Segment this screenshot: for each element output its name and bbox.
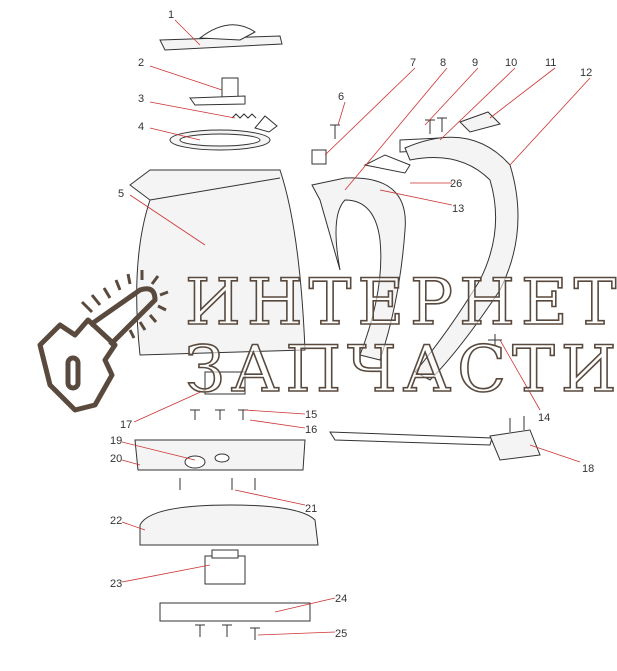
part-lid-ring: [169, 129, 271, 151]
part-bottom-plate: [159, 602, 311, 640]
label-12: 12: [580, 67, 592, 79]
label-8: 8: [440, 57, 446, 69]
label-2: 2: [138, 57, 144, 69]
label-21: 21: [305, 503, 317, 515]
label-9: 9: [472, 57, 478, 69]
label-13: 13: [452, 203, 464, 215]
part-trigger-11: [459, 111, 501, 133]
part-lid-cover: [159, 24, 283, 51]
label-17: 17: [120, 419, 132, 431]
part-thermostat: [190, 371, 248, 420]
label-25: 25: [335, 628, 347, 640]
label-16: 16: [305, 424, 317, 436]
part-screw-6: [330, 124, 340, 139]
label-26: 26: [450, 178, 462, 190]
watermark: ИНТЕРНЕТ- ЗАПЧАСТИ: [37, 265, 617, 413]
label-19: 19: [110, 435, 122, 447]
part-switch-7: [311, 149, 327, 165]
part-lid-button: [189, 77, 246, 106]
label-7: 7: [410, 57, 416, 69]
leader-lines: [121, 19, 591, 636]
part-connector: [204, 549, 246, 585]
part-handle-inner: [311, 177, 406, 361]
label-20: 20: [110, 453, 122, 465]
part-spring: [231, 113, 278, 133]
label-23: 23: [110, 578, 122, 590]
part-kettle-body: [129, 169, 306, 356]
part-power-cord: [329, 416, 541, 461]
label-5: 5: [118, 188, 124, 200]
label-3: 3: [138, 93, 144, 105]
label-11: 11: [545, 57, 556, 69]
watermark-line-1: ИНТЕРНЕТ-: [185, 266, 617, 340]
label-24: 24: [335, 593, 347, 605]
part-base-plate: [134, 439, 306, 490]
label-4: 4: [138, 121, 144, 133]
label-15: 15: [305, 409, 317, 421]
part-screw-14: [488, 334, 502, 346]
label-6: 6: [338, 91, 344, 103]
chainsaw-logo-icon: [37, 270, 169, 413]
label-22: 22: [110, 515, 122, 527]
label-1: 1: [168, 9, 174, 21]
label-18: 18: [582, 463, 594, 475]
label-14: 14: [538, 412, 550, 424]
label-10: 10: [505, 57, 517, 69]
part-number-labels: 1 2 3 4 5 6 7 8 9 10 11 12 13 14 15 16 1…: [110, 9, 594, 640]
part-power-base: [139, 504, 319, 546]
watermark-line-2: ЗАПЧАСТИ: [185, 333, 617, 407]
